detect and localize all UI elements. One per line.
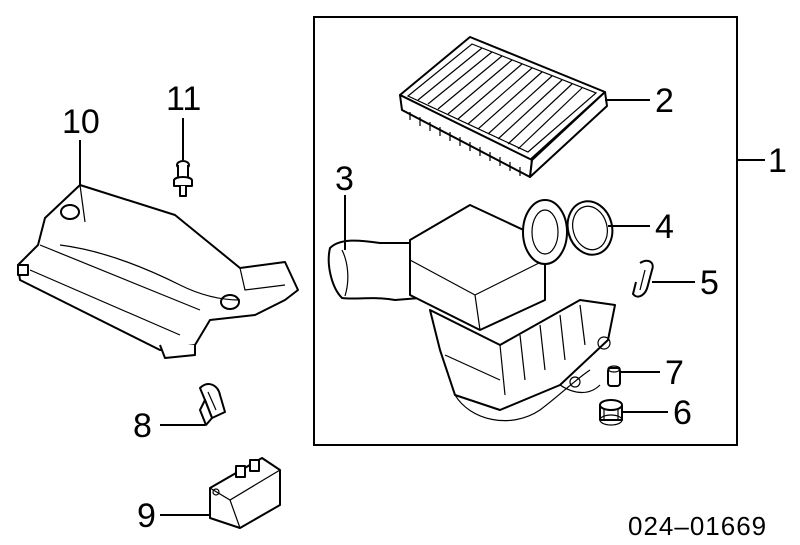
air-cleaner-housing <box>327 199 616 422</box>
callout-6: 6 <box>673 394 692 432</box>
callout-3: 3 <box>335 160 354 198</box>
callout-5: 5 <box>700 264 719 302</box>
callout-4: 4 <box>655 208 674 246</box>
callout-11: 11 <box>166 80 201 118</box>
push-pin-fastener <box>173 160 193 197</box>
air-filter-element <box>399 36 608 178</box>
callout-7: 7 <box>665 354 684 392</box>
grommet-pin <box>607 365 621 387</box>
callout-1: 1 <box>768 142 787 180</box>
leader-lines <box>79 99 765 516</box>
callout-9: 9 <box>137 497 156 535</box>
callout-8: 8 <box>133 407 152 445</box>
assembly-group-box <box>313 16 738 446</box>
retaining-clip <box>632 259 654 298</box>
hose-clip <box>199 383 226 426</box>
reference-number: 024–01669 <box>628 511 767 541</box>
air-deflector-panel <box>17 184 299 359</box>
callout-10: 10 <box>62 103 100 141</box>
mounting-bracket <box>209 457 281 529</box>
rubber-mount <box>599 399 623 426</box>
callout-2: 2 <box>655 82 674 120</box>
seal-ring <box>566 200 614 256</box>
